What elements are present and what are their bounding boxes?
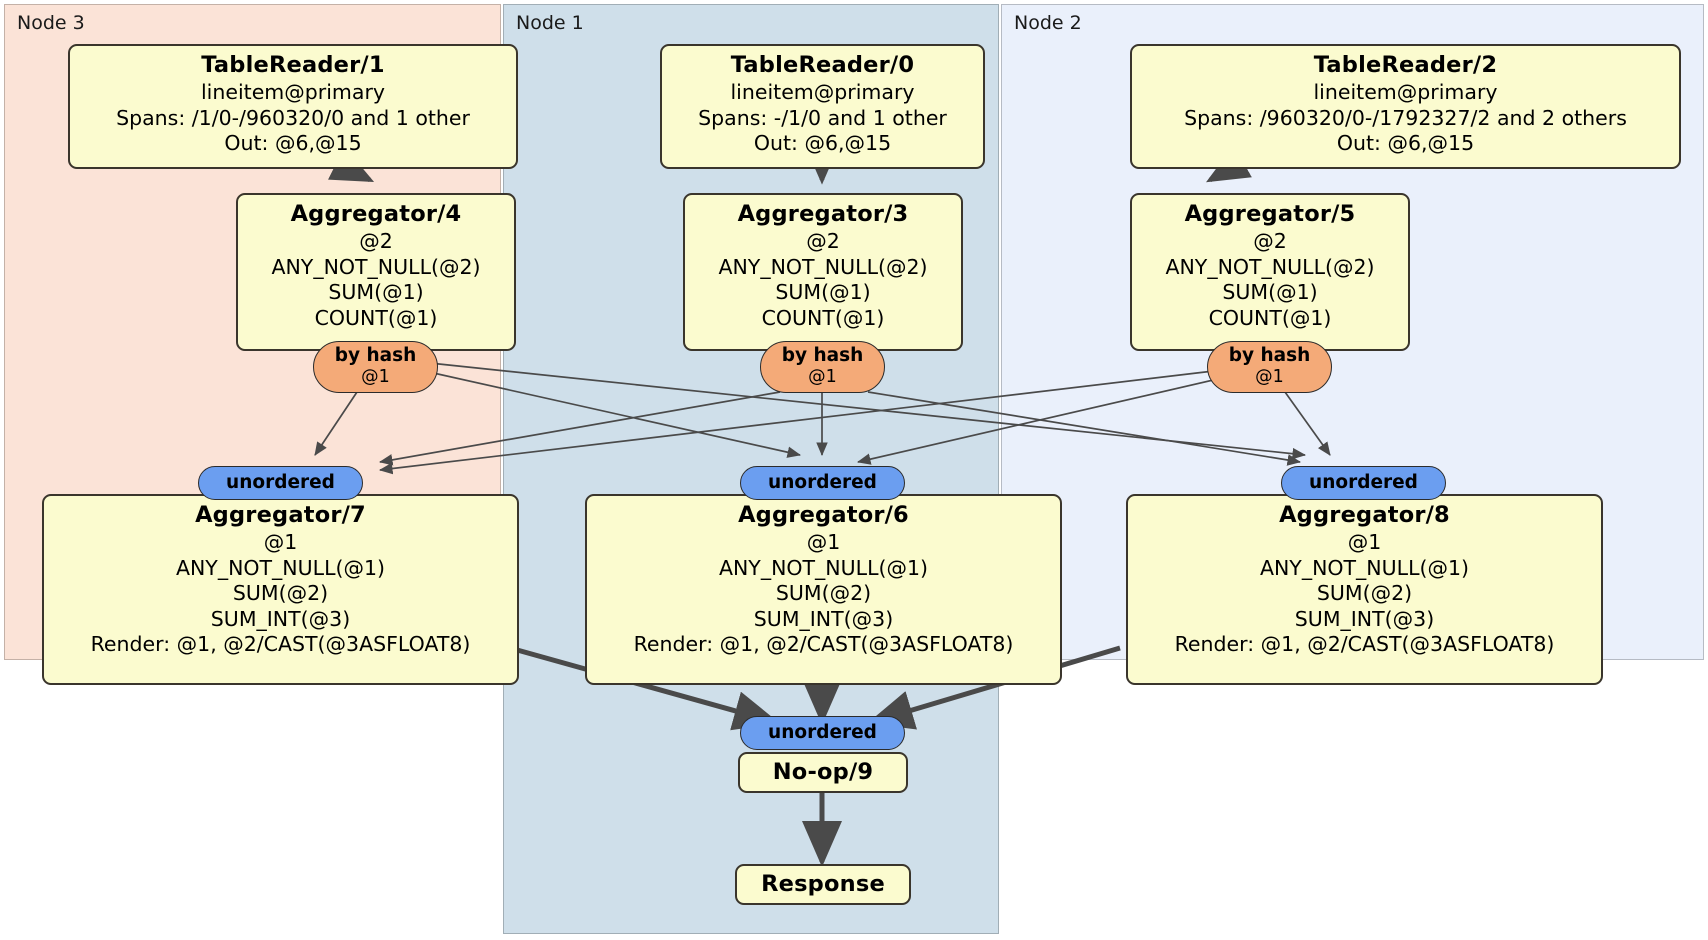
processor-detail-render: Render: @1, @2/CAST(@3ASFLOAT8) bbox=[1174, 632, 1555, 656]
processor-title: No-op/9 bbox=[772, 759, 874, 785]
synchronizer-label: unordered bbox=[768, 722, 877, 743]
processor-detail-table: lineitem@primary bbox=[1313, 80, 1498, 104]
processor-aggregator-7[interactable]: Aggregator/7 @1 ANY_NOT_NULL(@1) SUM(@2)… bbox=[42, 494, 519, 685]
processor-detail-agg-2: COUNT(@1) bbox=[761, 305, 885, 330]
router-by-hash-right[interactable]: by hash @1 bbox=[1207, 341, 1332, 393]
processor-detail-out: Out: @6,@15 bbox=[753, 131, 892, 155]
router-type-label: by hash bbox=[1228, 345, 1311, 366]
processor-detail-agg-0: ANY_NOT_NULL(@1) bbox=[718, 555, 929, 580]
processor-detail-groupcol: @2 bbox=[1253, 229, 1287, 253]
processor-detail-agg-1: SUM(@2) bbox=[232, 581, 329, 605]
processor-detail-groupcol: @2 bbox=[806, 229, 840, 253]
synchronizer-unordered-center[interactable]: unordered bbox=[740, 466, 905, 500]
processor-detail-out: Out: @6,@15 bbox=[1336, 131, 1475, 155]
node-panel-label: Node 1 bbox=[516, 12, 584, 34]
processor-title: Response bbox=[761, 871, 885, 897]
processor-detail-groupcol: @1 bbox=[1347, 530, 1382, 554]
processor-table-reader-0[interactable]: TableReader/0 lineitem@primary Spans: -/… bbox=[660, 44, 985, 169]
processor-detail-agg-0: ANY_NOT_NULL(@1) bbox=[1259, 555, 1470, 580]
processor-detail-groupcol: @1 bbox=[806, 530, 841, 554]
node-panel-label: Node 2 bbox=[1014, 12, 1082, 34]
processor-detail-agg-1: SUM(@2) bbox=[1316, 581, 1413, 605]
processor-detail-agg-0: ANY_NOT_NULL(@2) bbox=[1165, 254, 1375, 279]
node-panel-label: Node 3 bbox=[17, 12, 85, 34]
processor-title: Aggregator/4 bbox=[290, 201, 462, 227]
processor-title: TableReader/0 bbox=[730, 52, 915, 78]
processor-title: TableReader/2 bbox=[1313, 52, 1498, 78]
processor-detail-table: lineitem@primary bbox=[200, 80, 386, 104]
processor-detail-agg-1: SUM(@1) bbox=[775, 280, 871, 304]
processor-detail-agg-1: SUM(@1) bbox=[328, 280, 424, 304]
processor-detail-spans: Spans: /960320/0-/1792327/2 and 2 others bbox=[1184, 105, 1627, 130]
processor-aggregator-5[interactable]: Aggregator/5 @2 ANY_NOT_NULL(@2) SUM(@1)… bbox=[1130, 193, 1410, 351]
processor-detail-spans: Spans: /1/0-/960320/0 and 1 other bbox=[116, 105, 470, 130]
processor-detail-agg-0: ANY_NOT_NULL(@2) bbox=[271, 254, 481, 279]
processor-table-reader-2[interactable]: TableReader/2 lineitem@primary Spans: /9… bbox=[1130, 44, 1681, 169]
router-by-hash-left[interactable]: by hash @1 bbox=[313, 341, 438, 393]
processor-detail-agg-2: SUM_INT(@3) bbox=[1294, 606, 1435, 631]
synchronizer-unordered-left[interactable]: unordered bbox=[198, 466, 363, 500]
processor-title: TableReader/1 bbox=[201, 52, 385, 78]
processor-title: Aggregator/7 bbox=[195, 502, 366, 528]
processor-detail-agg-1: SUM(@2) bbox=[775, 581, 872, 605]
processor-detail-agg-2: COUNT(@1) bbox=[314, 305, 438, 330]
processor-detail-agg-0: ANY_NOT_NULL(@2) bbox=[718, 254, 928, 279]
processor-aggregator-6[interactable]: Aggregator/6 @1 ANY_NOT_NULL(@1) SUM(@2)… bbox=[585, 494, 1062, 685]
router-type-label: by hash bbox=[334, 345, 417, 366]
processor-detail-out: Out: @6,@15 bbox=[224, 131, 362, 155]
processor-detail-spans: Spans: -/1/0 and 1 other bbox=[698, 105, 947, 130]
processor-detail-agg-2: SUM_INT(@3) bbox=[753, 606, 894, 631]
processor-title: Aggregator/8 bbox=[1279, 502, 1450, 528]
router-column-label: @1 bbox=[361, 367, 390, 387]
synchronizer-unordered-final[interactable]: unordered bbox=[740, 716, 905, 750]
processor-detail-agg-2: SUM_INT(@3) bbox=[210, 606, 351, 631]
processor-detail-agg-2: COUNT(@1) bbox=[1208, 305, 1332, 330]
processor-aggregator-4[interactable]: Aggregator/4 @2 ANY_NOT_NULL(@2) SUM(@1)… bbox=[236, 193, 516, 351]
synchronizer-label: unordered bbox=[226, 472, 335, 493]
router-by-hash-center[interactable]: by hash @1 bbox=[760, 341, 885, 393]
synchronizer-unordered-right[interactable]: unordered bbox=[1281, 466, 1446, 500]
processor-title: Aggregator/6 bbox=[738, 502, 909, 528]
processor-response[interactable]: Response bbox=[735, 864, 911, 905]
router-column-label: @1 bbox=[1255, 367, 1284, 387]
processor-detail-agg-0: ANY_NOT_NULL(@1) bbox=[175, 555, 386, 580]
processor-aggregator-8[interactable]: Aggregator/8 @1 ANY_NOT_NULL(@1) SUM(@2)… bbox=[1126, 494, 1603, 685]
router-type-label: by hash bbox=[781, 345, 864, 366]
processor-detail-groupcol: @1 bbox=[263, 530, 298, 554]
router-column-label: @1 bbox=[808, 367, 837, 387]
processor-detail-render: Render: @1, @2/CAST(@3ASFLOAT8) bbox=[633, 632, 1014, 656]
processor-detail-agg-1: SUM(@1) bbox=[1222, 280, 1318, 304]
processor-aggregator-3[interactable]: Aggregator/3 @2 ANY_NOT_NULL(@2) SUM(@1)… bbox=[683, 193, 963, 351]
processor-title: Aggregator/5 bbox=[1184, 201, 1356, 227]
processor-detail-render: Render: @1, @2/CAST(@3ASFLOAT8) bbox=[90, 632, 471, 656]
processor-no-op-9[interactable]: No-op/9 bbox=[738, 752, 908, 793]
processor-detail-table: lineitem@primary bbox=[730, 80, 915, 104]
synchronizer-label: unordered bbox=[768, 472, 877, 493]
processor-table-reader-1[interactable]: TableReader/1 lineitem@primary Spans: /1… bbox=[68, 44, 518, 169]
synchronizer-label: unordered bbox=[1309, 472, 1418, 493]
processor-title: Aggregator/3 bbox=[737, 201, 909, 227]
processor-detail-groupcol: @2 bbox=[359, 229, 393, 253]
